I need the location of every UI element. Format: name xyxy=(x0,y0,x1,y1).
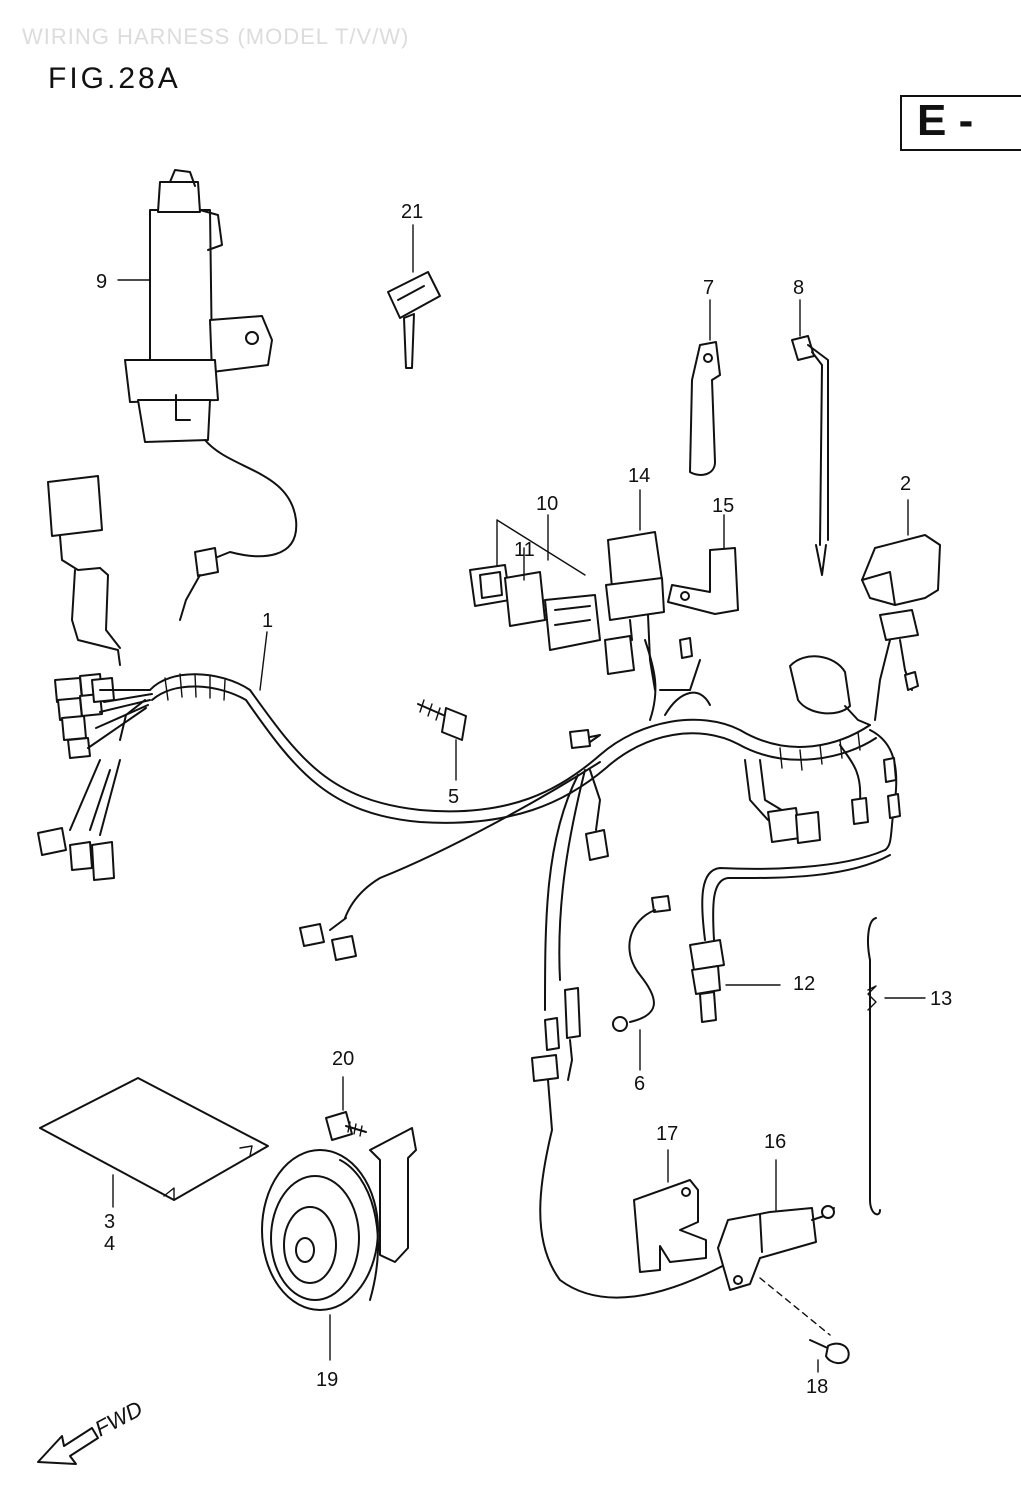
callout-14: 14 xyxy=(628,465,650,487)
callout-19: 19 xyxy=(316,1369,338,1391)
bolt-20 xyxy=(325,1076,367,1141)
wire-lead xyxy=(791,299,829,576)
figure-title: FIG.28A xyxy=(48,62,181,95)
callout-5: 5 xyxy=(448,786,459,808)
screw-18 xyxy=(809,1339,850,1373)
leader-lines xyxy=(117,279,926,999)
callout-21: 21 xyxy=(401,201,423,223)
region-code: E - xyxy=(917,96,974,145)
diagram-header: WIRING HARNESS (MODEL T/V/W) xyxy=(22,24,410,49)
callout-20: 20 xyxy=(332,1048,354,1070)
callout-1: 1 xyxy=(262,610,273,632)
cable-13 xyxy=(867,917,881,1216)
connectors-10-11 xyxy=(469,519,635,675)
callout-7: 7 xyxy=(703,277,714,299)
callout-3: 3 xyxy=(104,1211,115,1233)
left-connector-cluster xyxy=(37,475,153,881)
main-harness xyxy=(149,637,901,1299)
callout-12: 12 xyxy=(793,973,815,995)
callout-17: 17 xyxy=(656,1123,678,1145)
forward-arrow: FWD xyxy=(37,1396,147,1465)
connector-2 xyxy=(861,499,941,721)
label-sheet xyxy=(39,1077,269,1208)
switch-16 xyxy=(717,1159,835,1336)
ignition-switch xyxy=(124,169,298,621)
callout-16: 16 xyxy=(764,1131,786,1153)
callout-18: 18 xyxy=(806,1376,828,1398)
callout-9: 9 xyxy=(96,271,107,293)
fuse-cap xyxy=(789,655,871,726)
bracket xyxy=(689,299,721,476)
callout-15: 15 xyxy=(712,495,734,517)
callout-10: 10 xyxy=(536,493,558,515)
ground-lead xyxy=(612,895,671,1071)
relay-14 xyxy=(605,489,665,691)
key xyxy=(387,224,441,369)
bracket-15 xyxy=(667,514,739,615)
callout-6: 6 xyxy=(634,1073,645,1095)
forward-label: FWD xyxy=(91,1396,147,1442)
callout-labels: 1 2 3 4 5 6 7 8 9 10 11 12 13 14 15 16 1… xyxy=(96,201,952,1398)
region-code-box xyxy=(900,95,1021,151)
callout-4: 4 xyxy=(104,1233,115,1255)
callout-11: 11 xyxy=(514,539,535,561)
callout-2: 2 xyxy=(900,473,911,495)
bolt xyxy=(417,699,467,781)
sensor-switch xyxy=(689,939,725,1023)
horn xyxy=(261,1127,417,1361)
callout-8: 8 xyxy=(793,277,804,299)
bracket-17 xyxy=(633,1149,707,1273)
callout-13: 13 xyxy=(930,988,952,1010)
